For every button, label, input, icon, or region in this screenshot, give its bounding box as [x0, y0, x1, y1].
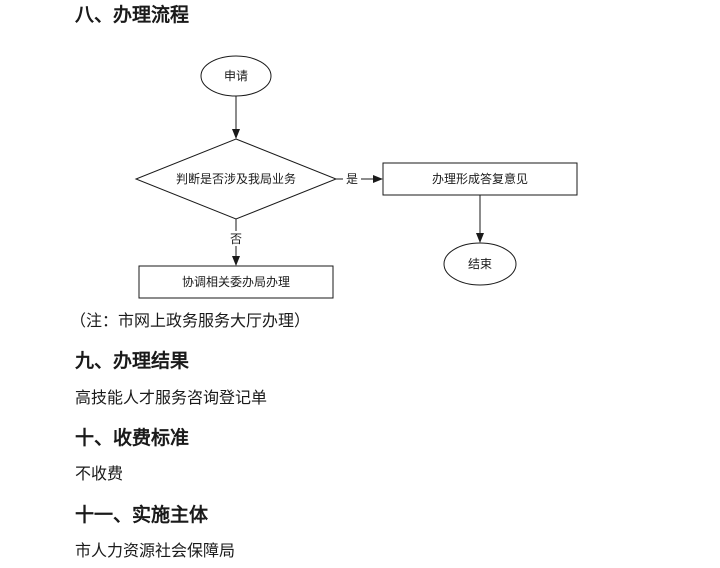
section-heading-fees: 十、收费标准	[75, 427, 190, 449]
flow-start-node: 申请	[200, 55, 272, 97]
section-heading-authority: 十一、实施主体	[75, 504, 209, 526]
section-heading-result: 九、办理结果	[75, 350, 190, 372]
flow-yes-step-node: 办理形成答复意见	[382, 162, 578, 196]
flow-end-label: 结束	[468, 257, 492, 271]
process-note: （注：市网上政务服务大厅办理）	[70, 311, 311, 330]
flow-yes-label-bg	[343, 171, 361, 187]
flow-no-label-bg	[227, 231, 245, 246]
flow-no-step-label: 协调相关委办局办理	[182, 274, 290, 289]
authority-text: 市人力资源社会保障局	[75, 541, 236, 560]
flow-yes-label: 是	[346, 172, 358, 186]
flow-no-step-node: 协调相关委办局办理	[138, 265, 334, 299]
flow-end-node: 结束	[443, 242, 517, 286]
flow-start-label: 申请	[224, 69, 248, 83]
section-heading-process: 八、办理流程	[75, 4, 190, 26]
flow-decision-node: 判断是否涉及我局业务	[134, 138, 338, 220]
result-text: 高技能人才服务咨询登记单	[75, 388, 268, 407]
process-flowchart: 申请 判断是否涉及我局业务 是 办理形成答复意见 结束 否 协调相关委办局办理	[134, 55, 578, 299]
flow-decision-label: 判断是否涉及我局业务	[176, 171, 296, 186]
flow-yes-step-label: 办理形成答复意见	[432, 171, 528, 186]
fees-text: 不收费	[75, 464, 124, 483]
flow-no-label: 否	[230, 232, 242, 246]
